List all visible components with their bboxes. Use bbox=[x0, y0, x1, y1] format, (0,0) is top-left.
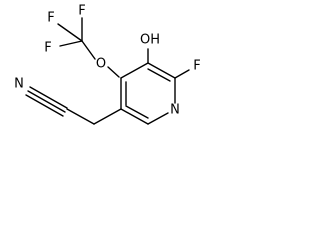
atom-f-ring: F bbox=[193, 59, 200, 74]
bond-ring-n-c6 bbox=[147, 112, 169, 125]
molecule-drawing: F F F O OH F N N bbox=[14, 4, 201, 125]
bond-o-ring bbox=[107, 66, 120, 78]
bond-cf3-f3 bbox=[59, 40, 83, 47]
bond-ring-c6-c5 bbox=[120, 108, 149, 125]
bond-nitrile-2 bbox=[29, 86, 68, 109]
atom-n-nitrile: N bbox=[14, 77, 24, 92]
bond-ring-c6-c5-inner bbox=[125, 105, 149, 119]
structure-diagram: F F F O OH F N N bbox=[14, 4, 201, 125]
bond-ring-c3-c2 bbox=[147, 62, 176, 79]
bond-cf3-o bbox=[81, 40, 96, 60]
bond-nitrile-3 bbox=[25, 94, 64, 117]
bond-nitrile-1 bbox=[27, 90, 66, 113]
atom-f-left: F bbox=[44, 41, 51, 56]
atom-oh: OH bbox=[140, 33, 160, 48]
atom-f-top-left: F bbox=[47, 11, 54, 26]
bond-ring-c4-c3 bbox=[120, 62, 149, 79]
bond-ring-c3-c2-inner bbox=[147, 68, 171, 82]
atom-n-ring: N bbox=[170, 103, 180, 118]
bond-c5-ch2 bbox=[93, 108, 122, 125]
bond-c2-f bbox=[174, 69, 190, 79]
bond-cf3-f1 bbox=[57, 23, 83, 42]
bond-ch2-cn bbox=[66, 108, 95, 125]
atom-f-top-mid: F bbox=[78, 4, 85, 19]
atom-o-ether: O bbox=[96, 57, 106, 72]
